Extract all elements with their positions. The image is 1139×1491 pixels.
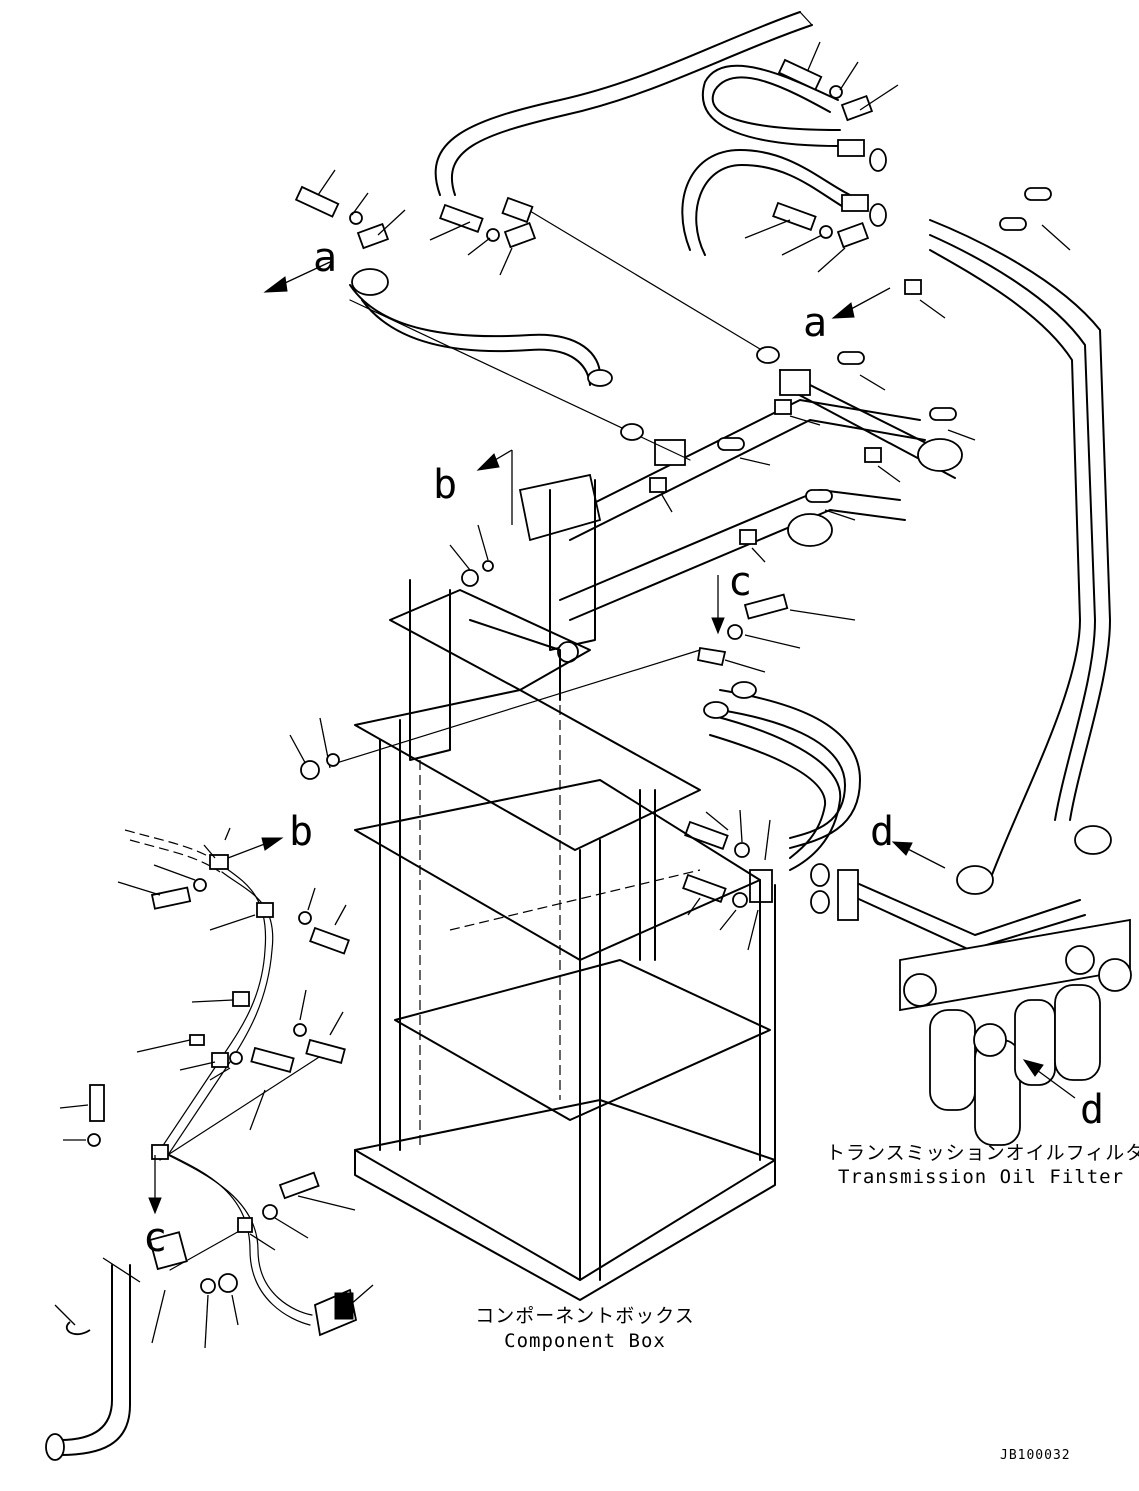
oil-filter-caption-en: Transmission Oil Filter (837, 1166, 1125, 1188)
view-label-a-right: a (803, 300, 828, 346)
upper-hose-long (434, 11, 813, 196)
view-label-a-top: a (313, 235, 338, 281)
bolt-group-top-mid (429, 196, 537, 276)
pads (649, 279, 946, 563)
harness-bolts (54, 717, 374, 1349)
wire-harness (124, 829, 358, 1337)
oil-filter-caption-jp: トランスミッションオイルフィルタ (826, 1142, 1139, 1164)
lower-hoses (703, 681, 861, 871)
oil-filter-assembly (837, 869, 1132, 1146)
view-label-b-left: b (289, 809, 314, 855)
upper-hose-loop (702, 64, 841, 147)
left-lower-pipe (45, 1264, 131, 1461)
view-arrows (148, 261, 1076, 1215)
nuts-left (300, 753, 340, 780)
left-hose (349, 268, 613, 387)
view-label-b-top: b (433, 462, 458, 508)
right-pipes (929, 219, 1112, 895)
component-box-caption-en: Component Box (504, 1330, 666, 1352)
view-label-d-left: d (870, 809, 895, 855)
view-label-d-right: d (1080, 1087, 1105, 1133)
bolt-group-top-right-2 (744, 194, 870, 273)
view-label-c-left: c (143, 1215, 168, 1261)
component-box-frame (354, 579, 776, 1301)
component-box-caption-jp: コンポーネントボックス (475, 1305, 695, 1327)
leader-lines (159, 204, 771, 1271)
u-bolts (717, 187, 1071, 521)
view-label-c-right: c (728, 559, 753, 605)
bolt-group-c (696, 593, 856, 673)
upper-hose-mid (681, 149, 851, 256)
bolt-group-lower (682, 809, 830, 951)
drawing-code: JB100032 (1000, 1448, 1071, 1463)
o-rings-top (620, 148, 887, 441)
bolt-group-top-right-1 (777, 41, 899, 157)
bolt-group-top-left (294, 169, 406, 250)
middle-pipes (559, 369, 963, 621)
bracket (449, 473, 602, 663)
